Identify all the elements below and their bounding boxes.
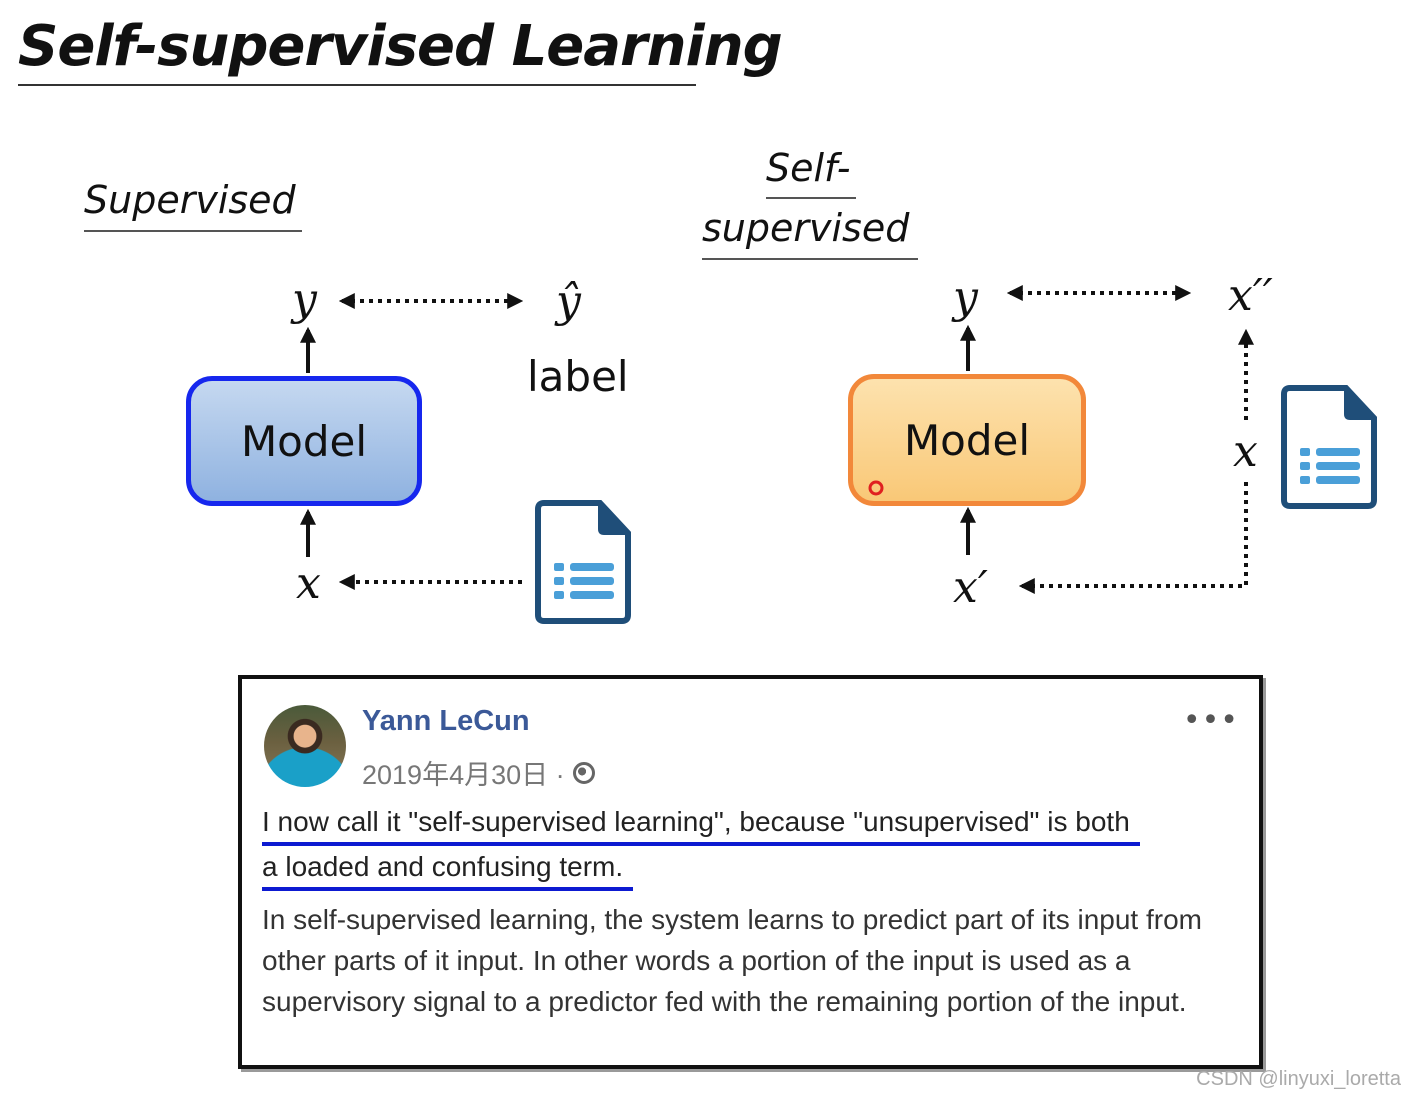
self-supervised-input-path bbox=[1018, 482, 1248, 594]
self-supervised-heading-underline1 bbox=[766, 197, 856, 199]
supervised-y-hat-label: ŷ bbox=[556, 276, 581, 327]
watermark: CSDN @linyuxi_loretta bbox=[1196, 1068, 1401, 1090]
post-quote-line-2: a loaded and confusing term. bbox=[262, 846, 634, 891]
post-meta: 2019年4月30日 · bbox=[362, 753, 595, 792]
self-supervised-heading-line2: supervised bbox=[702, 206, 910, 250]
diagram-arrows bbox=[300, 285, 1377, 624]
post-quote: I now call it "self-supervised learning"… bbox=[262, 801, 1242, 891]
self-supervised-x-prime-label: x′ bbox=[953, 562, 988, 613]
self-supervised-model-box: Model bbox=[848, 374, 1086, 506]
post-card: Yann LeCun 2019年4月30日 · ••• I now call i… bbox=[238, 675, 1263, 1069]
supervised-model-box: Model bbox=[186, 376, 422, 506]
post-date[interactable]: 2019年4月30日 · bbox=[362, 760, 565, 790]
avatar[interactable] bbox=[264, 705, 346, 787]
supervised-y-label: y bbox=[292, 274, 317, 325]
document-icon bbox=[1281, 385, 1377, 509]
self-supervised-x-label: x bbox=[1233, 426, 1258, 477]
supervised-label-text: label bbox=[527, 352, 629, 401]
cursor-marker-icon bbox=[868, 480, 884, 496]
supervised-heading: Supervised bbox=[84, 178, 296, 222]
supervised-model-label: Model bbox=[240, 416, 368, 466]
more-options-icon[interactable]: ••• bbox=[1182, 703, 1239, 738]
self-supervised-y-label: y bbox=[953, 272, 978, 323]
post-body: In self-supervised learning, the system … bbox=[262, 904, 1202, 1017]
supervised-x-label: x bbox=[296, 558, 321, 609]
post-quote-line-1: I now call it "self-supervised learning"… bbox=[262, 801, 1140, 846]
self-supervised-x-double-prime-label: x′′ bbox=[1228, 270, 1273, 321]
self-supervised-heading-line1: Self- bbox=[766, 146, 851, 190]
post-author[interactable]: Yann LeCun bbox=[362, 705, 530, 737]
document-icon bbox=[535, 500, 631, 624]
supervised-heading-underline bbox=[84, 230, 302, 232]
self-supervised-heading-underline2 bbox=[702, 258, 918, 260]
page-title: Self-supervised Learning bbox=[18, 14, 783, 79]
title-underline bbox=[18, 84, 696, 86]
globe-icon bbox=[572, 761, 595, 784]
self-supervised-model-label: Model bbox=[903, 415, 1031, 465]
